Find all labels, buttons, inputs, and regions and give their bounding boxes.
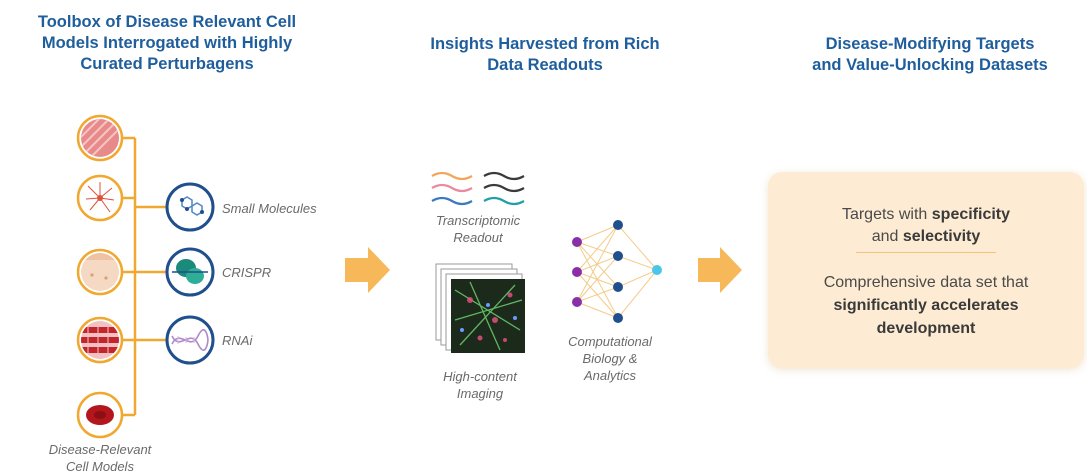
label-line: Analytics: [583, 368, 637, 383]
result-box: Targets with specificity and selectivity…: [768, 172, 1084, 368]
dna-helix-icon: [165, 315, 215, 365]
label-line: Imaging: [456, 386, 504, 401]
cardiac-muscle-icon: [76, 316, 124, 364]
label-rnai: RNAi: [222, 333, 253, 348]
microscopy-image-icon: [435, 263, 525, 353]
heading-line: Data Readouts: [487, 56, 603, 74]
label-crispr: CRISPR: [222, 265, 272, 280]
wave-lines-icon: [431, 171, 525, 206]
muscle-fiber-icon: [76, 114, 124, 162]
result-divider: [856, 252, 996, 253]
connector-lines: [122, 136, 166, 417]
heading-line: Toolbox of Disease Relevant Cell: [37, 13, 297, 31]
result-line-4: significantly accelerates: [768, 295, 1084, 317]
label-small-molecules: Small Molecules: [222, 201, 317, 216]
label-cell-models: Disease-Relevant Cell Models: [30, 441, 170, 475]
result-bold-text: specificity: [931, 206, 1011, 223]
heading-line: Curated Perturbagens: [80, 55, 254, 73]
result-line-2: and selectivity: [768, 226, 1084, 248]
neuron-icon: [76, 174, 124, 222]
label-line: Disease-Relevant: [48, 442, 152, 457]
result-bold-text: significantly accelerates: [833, 297, 1019, 314]
label-line: Readout: [453, 230, 503, 245]
neural-network-icon: [572, 220, 662, 323]
skin-tissue-icon: [76, 248, 124, 296]
result-bold-text: development: [876, 320, 976, 337]
result-bold-text: selectivity: [902, 228, 981, 245]
result-line-5: development: [768, 318, 1084, 340]
heading-line: Disease-Modifying Targets: [825, 35, 1035, 53]
label-line: Cell Models: [66, 459, 134, 474]
heading-cell-models: Toolbox of Disease Relevant Cell Models …: [2, 12, 332, 75]
heading-line: Models Interrogated with Highly: [41, 34, 293, 52]
label-computational: Computational Biology & Analytics: [555, 333, 665, 384]
label-line: High-content: [443, 369, 517, 384]
label-line: Computational: [568, 334, 652, 349]
result-line-3: Comprehensive data set that: [768, 272, 1084, 294]
result-line-1: Targets with specificity: [768, 204, 1084, 226]
crispr-protein-icon: [165, 247, 215, 297]
label-line: Biology &: [582, 351, 638, 366]
heading-line: Insights Harvested from Rich: [430, 35, 660, 53]
heading-targets: Disease-Modifying Targets and Value-Unlo…: [780, 34, 1080, 76]
result-text: Comprehensive data set that: [823, 274, 1029, 291]
flow-arrow-2: [698, 247, 742, 293]
label-line: Transcriptomic: [435, 213, 521, 228]
heading-insights: Insights Harvested from Rich Data Readou…: [395, 34, 695, 76]
result-text: Targets with: [841, 206, 932, 223]
red-blood-cell-icon: [76, 391, 124, 439]
result-text: and: [871, 228, 903, 245]
molecule-icon: [165, 182, 215, 232]
label-imaging: High-content Imaging: [425, 368, 535, 402]
flow-arrow-1: [345, 247, 390, 293]
label-transcriptomic: Transcriptomic Readout: [418, 212, 538, 246]
heading-line: and Value-Unlocking Datasets: [812, 56, 1048, 74]
